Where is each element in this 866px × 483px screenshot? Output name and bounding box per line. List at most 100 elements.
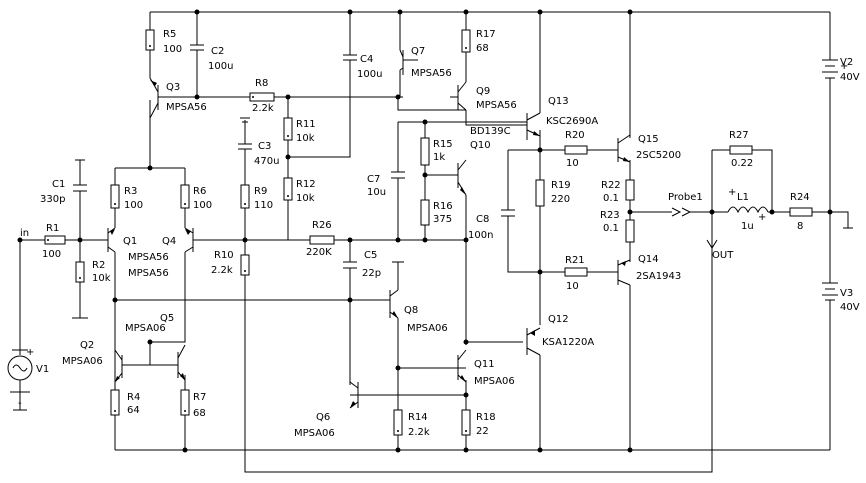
val-q13: KSC2690A <box>546 116 598 127</box>
val-r20: 10 <box>566 158 579 169</box>
ac-source-v1 <box>7 349 33 393</box>
dc-source-v3 <box>822 282 838 301</box>
transistor-q4 <box>184 227 194 253</box>
transistor-q9 <box>450 81 467 111</box>
ref-q5: Q5 <box>160 313 174 324</box>
capacitor-c1 <box>73 159 87 203</box>
svg-text:+: + <box>26 347 34 358</box>
ref-q9: Q9 <box>476 86 490 97</box>
val-q15: 2SC5200 <box>636 150 681 161</box>
val-q10: BD139C <box>470 126 511 137</box>
resistor-r15 <box>420 137 430 166</box>
capacitor-c8 <box>501 209 515 228</box>
ref-v2: V2 <box>840 57 853 68</box>
capacitor-c7 <box>391 171 405 188</box>
resistor-r26 <box>309 235 335 245</box>
resistor-r16 <box>420 199 430 226</box>
capacitor-c4 <box>343 54 357 72</box>
transistor-q14 <box>617 259 631 286</box>
resistor-r1 <box>44 235 66 245</box>
val-q12: KSA1220A <box>542 337 594 348</box>
resistor-r7 <box>180 389 190 416</box>
ref-c5: C5 <box>364 250 377 261</box>
val-q4: MPSA56 <box>128 268 169 279</box>
transistor-q11 <box>445 349 467 383</box>
ref-r22: R22 <box>601 180 621 191</box>
val-r26: 220K <box>306 247 332 258</box>
probe-icon <box>671 207 698 217</box>
val-c1: 330p <box>40 194 65 205</box>
ref-q14: Q14 <box>638 254 659 265</box>
val-r6: 100 <box>193 200 212 211</box>
ref-q7: Q7 <box>411 46 425 57</box>
label-probe: Probe1 <box>668 192 703 203</box>
val-r9: 110 <box>254 200 273 211</box>
ref-r26: R26 <box>312 220 332 231</box>
val-r10: 2.2k <box>211 265 233 276</box>
val-r1: 100 <box>42 249 61 260</box>
ref-v1: V1 <box>36 364 49 375</box>
ref-q13: Q13 <box>548 96 569 107</box>
resistor-r8 <box>249 92 275 102</box>
ref-r3: R3 <box>124 186 137 197</box>
val-r7: 68 <box>193 408 206 419</box>
transistor-q13 <box>523 112 541 140</box>
val-r2: 10k <box>92 273 111 284</box>
val-c4: 100u <box>357 69 382 80</box>
val-c3: 470u <box>254 156 279 167</box>
val-q14: 2SA1943 <box>636 271 681 282</box>
transistor-q3 <box>149 77 159 119</box>
ref-c3: C3 <box>258 141 271 152</box>
ref-r4: R4 <box>127 392 140 403</box>
terminal-markers: + + + - + <box>18 61 848 409</box>
resistor-r6 <box>180 184 190 209</box>
ref-r15: R15 <box>433 139 453 150</box>
transistor-q8 <box>385 289 399 319</box>
val-q11: MPSA06 <box>474 376 515 387</box>
resistor-r23 <box>625 219 635 243</box>
svg-text:+: + <box>728 187 736 198</box>
val-r19: 220 <box>551 194 570 205</box>
transistor-q5 <box>162 344 186 381</box>
resistor-r22 <box>625 179 635 201</box>
val-c2: 100u <box>208 61 233 72</box>
ref-v3: V3 <box>840 288 853 299</box>
ref-c2: C2 <box>211 46 224 57</box>
ref-r11: R11 <box>296 119 316 130</box>
val-q8: MPSA06 <box>407 323 448 334</box>
val-r18: 22 <box>476 426 489 437</box>
ref-r2: R2 <box>92 260 105 271</box>
resistor-r3 <box>110 184 120 209</box>
val-q6: MPSA06 <box>294 428 335 439</box>
ref-q3: Q3 <box>166 82 180 93</box>
resistor-r5 <box>145 29 155 51</box>
ref-c7: C7 <box>367 174 380 185</box>
ref-r17: R17 <box>476 29 496 40</box>
resistor-r4 <box>110 389 120 416</box>
ref-r1: R1 <box>46 223 59 234</box>
resistors <box>44 29 813 436</box>
val-r11: 10k <box>296 133 315 144</box>
resistor-r18 <box>461 409 471 436</box>
ref-r23: R23 <box>600 210 620 221</box>
capacitor-c3 <box>238 117 252 162</box>
ref-r20: R20 <box>565 130 585 141</box>
ref-r9: R9 <box>254 186 267 197</box>
val-r3: 100 <box>124 200 143 211</box>
val-q7: MPSA56 <box>411 68 452 79</box>
ref-c1: C1 <box>52 179 65 190</box>
val-c7: 10u <box>367 187 386 198</box>
ref-q6: Q6 <box>316 412 330 423</box>
ref-r21: R21 <box>565 255 585 266</box>
labels: in Probe1 OUT R5 100 C2 100u Q3 MPSA56 R… <box>20 29 860 439</box>
val-l1: 1u <box>741 221 754 232</box>
resistor-r17 <box>461 29 471 53</box>
ref-q2: Q2 <box>80 340 94 351</box>
ref-q10: Q10 <box>470 140 491 151</box>
dc-source-v2 <box>822 59 838 79</box>
resistor-r24 <box>789 207 813 217</box>
val-q2: MPSA06 <box>62 356 103 367</box>
ref-l1: L1 <box>737 192 749 203</box>
resistor-r20 <box>564 145 588 155</box>
val-r17: 68 <box>476 43 489 54</box>
